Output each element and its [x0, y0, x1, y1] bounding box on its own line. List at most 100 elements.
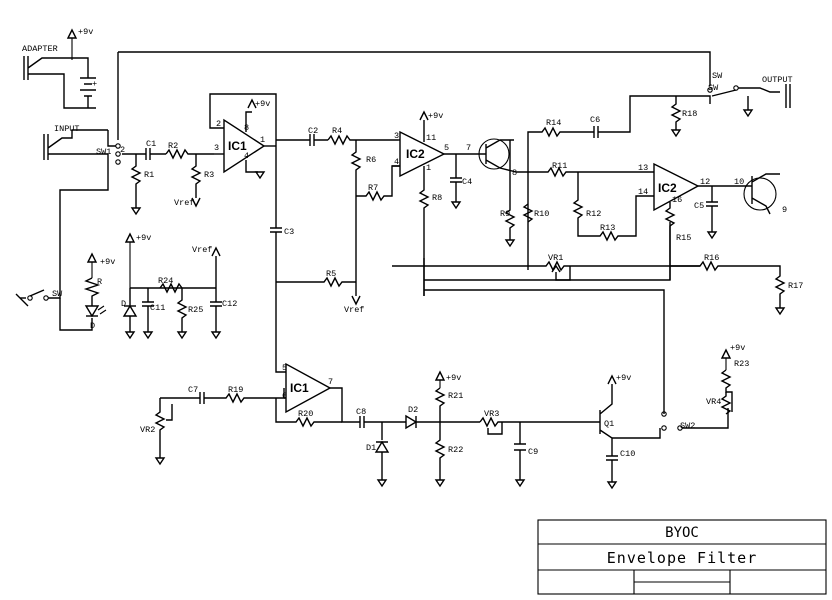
c10-label: C10 [620, 449, 635, 459]
r18-label: R18 [682, 109, 697, 119]
ic2-right-pin14: 14 [638, 187, 648, 197]
stomp-switch [15, 289, 93, 331]
c11-label: C11 [150, 303, 165, 313]
output-sw-label-2: SW [708, 83, 719, 93]
input-label: INPUT [54, 124, 80, 134]
r17-label: R17 [788, 281, 803, 291]
ic2-right-pin12: 12 [700, 177, 710, 187]
d2-label: D2 [408, 405, 418, 415]
r11-label: R11 [552, 161, 567, 171]
power-section [122, 232, 222, 340]
c7-label: C7 [188, 385, 198, 395]
sw2-label: SW2 [680, 421, 695, 431]
input-jack [43, 129, 108, 160]
stomp-switch-label: SW [52, 289, 63, 299]
input-stage [122, 148, 214, 216]
transistor-stage-b [738, 173, 780, 215]
q1-supply: +9v [616, 373, 631, 383]
detector-c8-d1-d2 [350, 414, 480, 488]
feedback-r14-c6 [527, 95, 711, 270]
power-supply-label: +9v [136, 233, 151, 243]
ic1-top-label: IC1 [228, 139, 247, 153]
r21-label: R21 [448, 391, 463, 401]
tsb-pin9: 9 [782, 205, 787, 215]
vr4-label: VR4 [706, 397, 721, 407]
ic2-mid [392, 110, 470, 296]
ic2-right-pin13: 13 [638, 163, 648, 173]
q1-transistor [590, 374, 661, 490]
ic2-right [653, 162, 738, 280]
adapter-jack [23, 56, 96, 109]
sw2-vr4-r23 [661, 348, 733, 431]
ic2-mid-label: IC2 [406, 147, 425, 161]
vr1-label: VR1 [548, 253, 563, 263]
ic1-bottom-label: IC1 [290, 381, 309, 395]
ic1b-pin5: 5 [282, 363, 287, 373]
r7-label: R7 [368, 183, 378, 193]
lower-input [154, 388, 285, 466]
r9-label: R9 [500, 209, 510, 219]
sw1-label: SW1 [96, 147, 111, 157]
ts-pin8: 8 [512, 168, 517, 178]
vr1-pot [392, 222, 700, 296]
c2-r4 [276, 134, 398, 146]
transistor-stage-a [470, 138, 517, 248]
supply-label: +9v [78, 27, 93, 37]
ic2-mid-supply: +9v [428, 111, 443, 121]
vr4-supply: +9v [730, 343, 745, 353]
r10-label: R10 [534, 209, 549, 219]
ic1b-pin7: 7 [328, 377, 333, 387]
output-sw-label: SW [712, 71, 723, 81]
r12-label: R12 [586, 209, 601, 219]
r22-label: R22 [448, 445, 463, 455]
vr2-label: VR2 [140, 425, 155, 435]
r5-label: R5 [326, 269, 336, 279]
r2-label: R2 [168, 141, 178, 151]
c4-label: C4 [462, 177, 472, 187]
vref-label: Vref [192, 245, 212, 255]
r23-label: R23 [734, 359, 749, 369]
r21-supply: +9v [446, 373, 461, 383]
c12-label: C12 [222, 299, 237, 309]
ic2-mid-pin3: 3 [394, 131, 399, 141]
led-label: D [90, 321, 95, 331]
ic1-pin8: 8 [244, 123, 249, 133]
ic1-supply-label: +9v [255, 99, 270, 109]
r15-label: R15 [676, 233, 691, 243]
ic2-right-label: IC2 [658, 181, 677, 195]
bypass-wire [118, 51, 711, 82]
r16-r17 [424, 260, 786, 414]
r10-resistor [522, 203, 534, 223]
ic2-mid-pin1: 1 [426, 163, 431, 173]
ic2-right-pin16: 16 [672, 195, 682, 205]
ic1-pin4: 4 [244, 151, 249, 161]
tsb-pin10: 10 [734, 177, 744, 187]
q1-label: Q1 [604, 419, 614, 429]
c2-label: C2 [308, 126, 318, 136]
ts-pin7: 7 [466, 143, 471, 153]
r13-label: R13 [600, 223, 615, 233]
ic1b-pin6: 6 [282, 391, 287, 401]
c5-label: C5 [694, 201, 704, 211]
adapter-label: ADAPTER [22, 44, 58, 54]
ic2-mid-pin5: 5 [444, 143, 449, 153]
r5-vref-label: Vref [344, 305, 364, 315]
c6-label: C6 [590, 115, 600, 125]
title-block-company: BYOC [665, 525, 699, 541]
ic1-pin1: 1 [260, 135, 265, 145]
title-block [537, 519, 827, 595]
r5-r6-r7 [276, 140, 400, 306]
ic1-bottom [275, 362, 350, 428]
supply-arrow-icon [66, 28, 78, 39]
ic2-mid-pin11: 11 [426, 133, 436, 143]
sw1-switch [59, 52, 121, 290]
led-supply-label: +9v [100, 257, 115, 267]
r18-resistor [670, 96, 682, 138]
r3-label: R3 [204, 170, 214, 180]
led-branch [83, 252, 107, 318]
r11-r12-r13 [516, 166, 654, 242]
c5-capacitor [706, 186, 718, 240]
r6-label: R6 [366, 155, 376, 165]
zener-label: D [121, 299, 126, 309]
